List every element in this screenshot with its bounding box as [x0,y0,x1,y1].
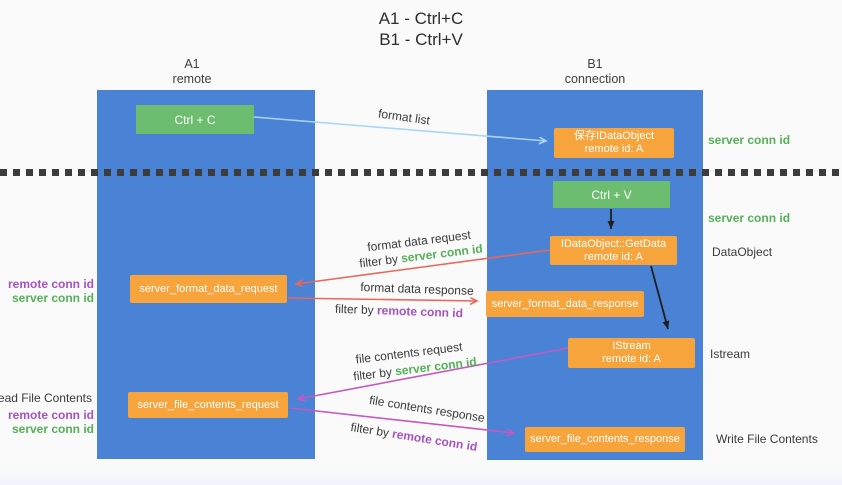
title-line-b1: B1 - Ctrl+V [379,30,463,49]
separator-dotted-line [0,169,842,176]
server-format-data-response-label: server_format_data_response [491,297,639,310]
server-file-contents-request-box: server_file_contents_request [128,392,288,418]
istream-annotation: Istream [710,347,751,361]
server-format-data-response-box: server_format_data_response [486,291,644,317]
write-file-contents-annotation: Write File Contents [716,432,818,446]
idataobject-getdata-box: IDataObject::GetData remote id: A [550,236,677,265]
server-format-data-request-label: server_format_data_request [139,282,278,295]
lifeline-b-role: connection [564,72,626,86]
server-conn-id-text: server conn id [11,291,94,305]
lifeline-a-name: A1 [184,57,200,71]
remote-conn-id-text: remote conn id [7,408,94,422]
format-list-arrow [253,116,546,141]
format-data-response-arrow [287,297,477,301]
file-contents-response-arrow [289,407,514,433]
file-contents-request-arrow [298,347,569,399]
format-data-request-arrow [296,249,551,284]
lifeline-a-header: A1 remote [102,57,282,87]
lifeline-a-role: remote [172,72,212,86]
server-conn-id-annotation-mid: server conn id [708,211,791,225]
istream-title: IStream [612,340,651,352]
server-conn-id-annotation-top: server conn id [708,133,791,147]
left-conn-id-annotation-bottom: remote conn id server conn id [8,408,94,436]
lifeline-b-header: B1 connection [487,57,703,87]
save-idataobject-subtitle: remote id: A [584,143,644,155]
ctrl-v-box: Ctrl + V [553,181,670,208]
bottom-fade [0,469,842,485]
lifeline-b-name: B1 [587,57,603,71]
istream-box: IStream remote id: A [568,338,695,368]
server-file-contents-response-label: server_file_contents_response [530,433,680,445]
save-idataobject-box: 保存IDataObject remote id: A [554,128,674,158]
getdata-to-istream-arrow [650,265,670,330]
remote-conn-id-text: remote conn id [7,277,94,291]
title-line-a1: A1 - Ctrl+C [378,9,464,28]
server-conn-id-text: server conn id [11,422,94,436]
diagram-title: A1 - Ctrl+C B1 - Ctrl+V [0,8,842,50]
remote-conn-id-text: remote conn id [376,303,464,321]
filter-by-text: filter by [334,301,374,318]
dataobject-annotation: DataObject [712,245,773,259]
ctrl-c-box: Ctrl + C [136,105,254,134]
server-file-contents-response-box: server_file_contents_response [525,427,685,452]
ctrl-c-label: Ctrl + C [174,112,216,127]
save-idataobject-title: 保存IDataObject [573,130,655,142]
ctrl-v-label: Ctrl + V [591,187,632,202]
istream-subtitle: remote id: A [602,353,661,365]
idataobject-getdata-title: IDataObject::GetData [560,237,667,250]
server-format-data-request-box: server_format_data_request [130,275,287,303]
server-file-contents-request-label: server_file_contents_request [137,398,279,411]
left-conn-id-annotation-mid: remote conn id server conn id [8,277,94,305]
read-file-contents-annotation: Read File Contents [0,391,92,405]
idataobject-getdata-subtitle: remote id: A [584,250,643,263]
